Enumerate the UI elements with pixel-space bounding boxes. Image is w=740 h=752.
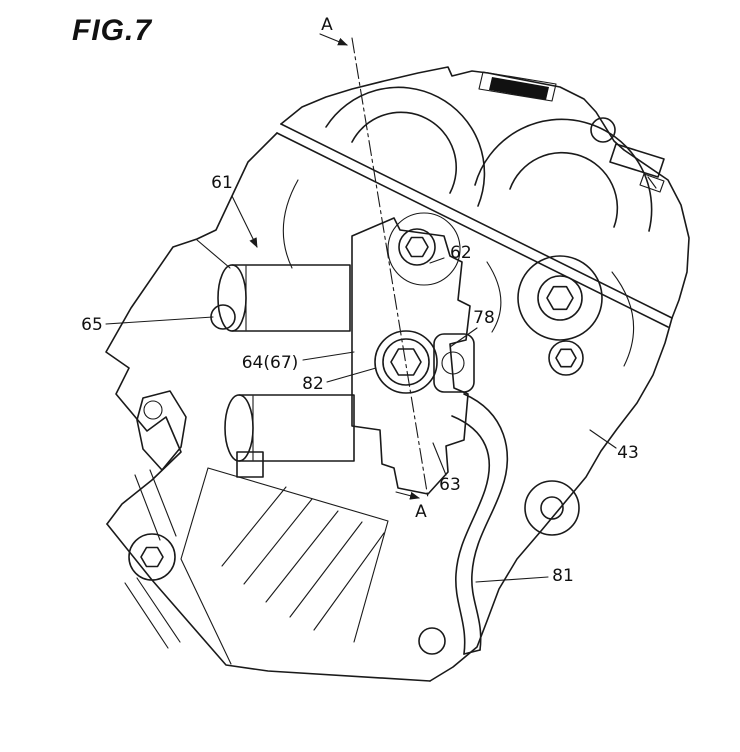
crankcase-inner-face — [180, 467, 389, 665]
bolt-ru-hex — [546, 285, 574, 311]
figure-title: FIG.7 — [72, 14, 153, 47]
center-bolt-82 — [374, 330, 438, 394]
leader-78 — [449, 327, 478, 348]
flange-78 — [433, 333, 475, 393]
bracket-bolt-boss — [128, 533, 176, 581]
leader-81 — [475, 576, 549, 583]
cam-boss-arc-left — [325, 86, 486, 207]
ref-label-82: 82 — [302, 374, 324, 394]
reference-labels: 61 62 65 64(67) 82 78 63 43 81 — [81, 173, 639, 586]
section-cut-line — [351, 37, 429, 499]
section-label-bottom: A — [415, 502, 427, 522]
head-left-inner-line — [196, 239, 231, 269]
flange-outline — [433, 333, 475, 393]
bolt-ru-head — [537, 275, 583, 321]
bracket-bolt-hex — [140, 546, 164, 568]
pipe-outer-line — [463, 393, 509, 651]
leader-64-67 — [302, 351, 355, 361]
ref-label-64-67: 64(67) — [242, 353, 299, 373]
leader-82 — [326, 367, 377, 383]
bracket-arm-lines — [124, 469, 181, 649]
bolt-82-hex — [390, 348, 422, 376]
solenoid-upper-port — [210, 304, 236, 330]
bolt-rl-hex — [555, 348, 577, 368]
head-casting-curves — [282, 179, 635, 367]
case-bottom-hole — [418, 627, 446, 655]
bolt-62-hex — [405, 236, 429, 258]
pipe-end-cap — [463, 649, 481, 655]
bolt-62 — [387, 212, 461, 286]
bolt-82-outer — [374, 330, 438, 394]
head-left-edge — [105, 132, 278, 525]
solenoid-valve-upper — [210, 264, 351, 332]
bolt-rl-head — [548, 340, 584, 376]
case-boss-outer — [524, 480, 580, 536]
case-boss-inner — [540, 496, 564, 520]
ref-label-63: 63 — [439, 475, 461, 495]
oil-pipe-81 — [451, 393, 509, 655]
leader-63 — [432, 442, 447, 476]
valve-housing-block — [351, 217, 471, 495]
ref-label-62: 62 — [450, 243, 472, 263]
crankcase-outline — [106, 467, 431, 682]
ref-label-78: 78 — [473, 308, 495, 328]
ref-label-65: 65 — [81, 315, 103, 335]
cover-corner-detail — [639, 173, 665, 193]
cover-filler-cap — [489, 77, 549, 100]
section-line-a-a: A A — [319, 15, 429, 522]
solenoid-upper-body — [231, 264, 351, 332]
cover-connector-block — [609, 143, 665, 178]
bolt-82-inner — [382, 338, 430, 386]
bolt-62-boss — [387, 212, 461, 286]
crankcase-edge — [106, 523, 431, 682]
ref-label-61: 61 — [211, 173, 233, 193]
solenoid-lower-body — [238, 394, 355, 462]
right-case-outline — [418, 317, 673, 682]
engine-mount-bracket — [124, 390, 187, 649]
head-left-outline — [105, 132, 278, 525]
solenoid-lower-cap — [224, 394, 254, 462]
solenoid-valve-lower — [224, 394, 355, 478]
leader-43 — [589, 429, 617, 449]
cylinder-head-cover — [276, 66, 690, 367]
solenoid-upper-cap — [217, 264, 247, 332]
pipe-inner-line — [451, 415, 491, 655]
bracket-pivot-hole — [143, 400, 163, 420]
cover-filler-outline — [478, 71, 557, 102]
right-case-edge — [429, 317, 673, 682]
solenoid-lower-tab — [236, 451, 264, 478]
bolt-right-lower — [548, 340, 584, 376]
cover-parting-line — [276, 123, 673, 328]
cooling-fins — [221, 486, 385, 631]
bolt-62-head — [398, 228, 436, 266]
ref-label-43: 43 — [617, 443, 639, 463]
bolt-right-upper — [517, 255, 603, 341]
leader-61 — [231, 195, 258, 248]
bolt-ru-boss — [517, 255, 603, 341]
ref-label-81: 81 — [552, 566, 574, 586]
section-arrow-bottom — [395, 491, 420, 500]
cover-top-edge — [280, 66, 690, 319]
housing-outline — [351, 217, 471, 495]
leader-65 — [105, 316, 214, 325]
section-arrow-top — [319, 33, 348, 46]
cover-boss-circle — [590, 117, 616, 143]
section-label-top: A — [321, 15, 333, 35]
leader-62 — [429, 257, 445, 264]
fin-lines — [221, 486, 385, 631]
bracket-outline — [136, 390, 187, 471]
cam-boss-arc-right — [474, 118, 653, 232]
flange-port — [441, 351, 465, 375]
